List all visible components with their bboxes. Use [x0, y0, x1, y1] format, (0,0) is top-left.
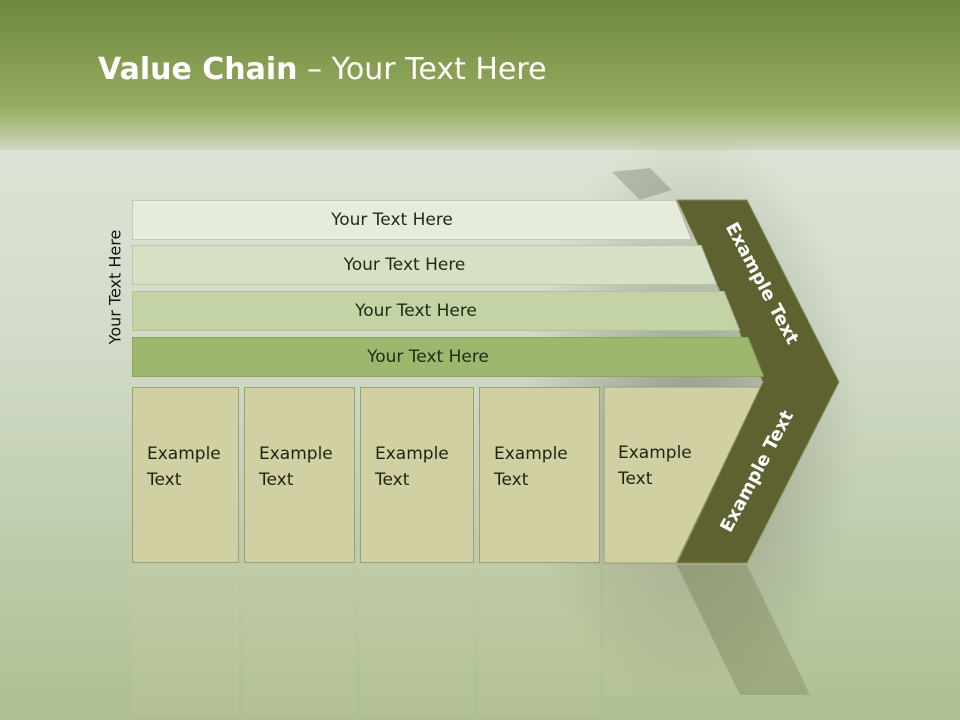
- activity-box-3-label: Example Text: [375, 444, 449, 490]
- bar-1: Your Text Here: [132, 200, 692, 240]
- activity-box-1: Example Text: [132, 387, 239, 563]
- bar-3-label: Your Text Here: [355, 301, 477, 321]
- bar-4-label: Your Text Here: [367, 347, 489, 367]
- activity-box-2-label: Example Text: [259, 444, 333, 490]
- title-bold: Value Chain: [98, 52, 298, 87]
- bar-1-label: Your Text Here: [331, 210, 453, 230]
- bar-3-shape: [132, 291, 740, 331]
- bar-3: Your Text Here: [132, 291, 740, 331]
- activity-box-5-label: Example Text: [618, 443, 692, 489]
- bar-2-label: Your Text Here: [343, 255, 466, 275]
- value-chevron: [676, 199, 840, 564]
- bar-1-shape: [132, 200, 692, 240]
- activity-box-1-label: Example Text: [147, 444, 221, 490]
- activity-box-2: Example Text: [244, 387, 355, 563]
- bar-4: Your Text Here: [132, 337, 764, 377]
- bar-4-shape: [132, 337, 764, 377]
- activity-box-4-label: Example Text: [494, 444, 568, 490]
- slide-title: Value Chain – Your Text Here: [98, 52, 547, 87]
- activity-box-3: Example Text: [360, 387, 474, 563]
- activity-box-4: Example Text: [479, 387, 600, 563]
- title-rest: – Your Text Here: [297, 52, 547, 87]
- activity-box-5-text: Example Text: [604, 387, 754, 563]
- activity-box-5-shape: [603, 386, 762, 564]
- bar-2-shape: [132, 245, 717, 285]
- bar-2: Your Text Here: [132, 245, 717, 285]
